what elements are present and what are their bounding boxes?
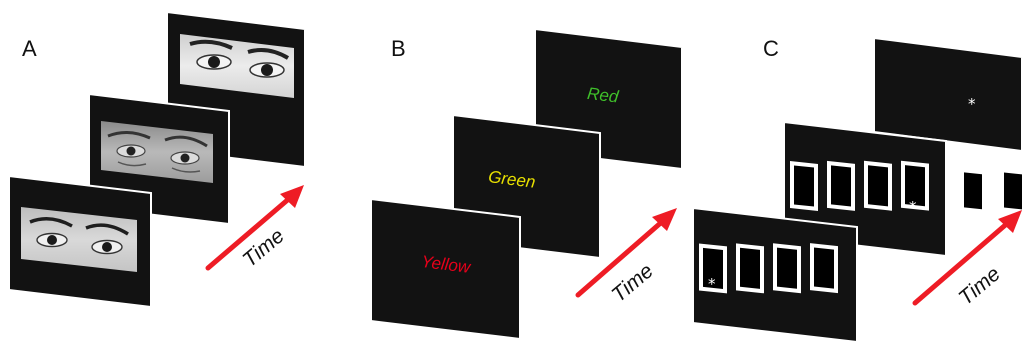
cue-box-2-3 <box>864 160 892 211</box>
cue-box-2-4 <box>901 160 929 211</box>
panel-a: A <box>8 10 306 309</box>
panel-c-letter: C <box>763 36 779 61</box>
panel-b: B Red Green Yellow Time <box>370 27 683 341</box>
eyes-1-features <box>29 217 129 255</box>
cue-box-2-2 <box>827 160 855 211</box>
stroop-word-red: Red <box>586 84 620 107</box>
panel-a-letter: A <box>22 36 37 61</box>
eyes-3-features <box>189 39 290 78</box>
panel-c-screen-1: * <box>692 206 858 342</box>
eyes-image-1 <box>21 207 137 272</box>
panel-c-time-label: Time <box>954 262 1004 309</box>
panel-b-time-label: Time <box>607 259 657 306</box>
panel-a-screen-1 <box>8 174 152 309</box>
cue-box-2-1 <box>790 161 818 211</box>
target-asterisk-1: * <box>708 275 716 293</box>
panel-a-time-arrow <box>205 185 304 271</box>
target-asterisk-3: * <box>968 95 976 113</box>
cue-box-1-1 <box>699 243 727 294</box>
panel-a-time-label: Time <box>238 224 288 271</box>
cue-box-3-4 <box>1000 168 1022 214</box>
panel-b-letter: B <box>391 36 406 61</box>
panel-b-time-arrow <box>575 208 677 298</box>
target-asterisk-2: * <box>909 198 917 216</box>
cue-box-1-3 <box>773 243 801 294</box>
panel-c-time-arrow <box>912 210 1022 306</box>
panel-b-screen-1: Yellow <box>370 197 521 341</box>
cue-box-3-3 <box>960 167 986 214</box>
cue-box-1-4 <box>810 243 838 294</box>
cue-box-1-2 <box>736 243 764 294</box>
panel-c: C * * * <box>692 36 1022 342</box>
eyes-2-features <box>107 131 208 173</box>
